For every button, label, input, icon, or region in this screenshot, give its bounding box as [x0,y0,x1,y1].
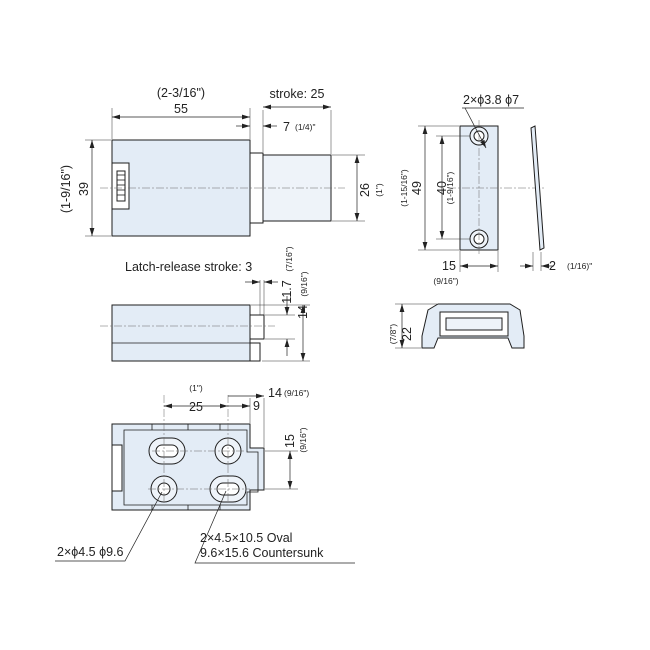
strike-width-in: (9/16") [433,276,458,286]
front-view: (2-3/16") 55 stroke: 25 7 (1/4)" 39 (1-9… [59,86,384,237]
strike-height-mm: 49 [410,181,424,195]
strike-thickness-in: (1/16)" [567,261,592,271]
side-11-7-in: (7/16") [284,246,294,271]
side-plunger-tip [249,314,265,340]
mounting-view: (1") 25 9 14 (9/16") 15 (9/16") 2×ϕ4.5 ϕ… [55,383,355,564]
side-14-mm: 14 [296,305,310,319]
mounting-release-slot [111,444,123,492]
front-width-in: (2-3/16") [157,86,205,100]
front-height-in: (1-9/16") [59,165,73,213]
offset-9-mm: 9 [253,399,260,413]
strike-side-mm: 22 [400,327,414,341]
front-width-mm: 55 [174,102,188,116]
plunger-dia-mm: 26 [358,183,372,197]
strike-hole-callout: 2×ϕ3.8 ϕ7 [463,93,519,107]
oval-callout-1: 2×4.5×10.5 Oval [200,531,292,545]
strike-side-view: 22 (7/8") [388,303,525,349]
pitch-in: (1") [189,383,203,393]
side-release-tab [249,342,261,362]
side-view: Latch-release stroke: 3 11.7 (7/16") 14 … [100,246,310,362]
front-height-mm: 39 [77,182,91,196]
strike-catch-inner [445,317,503,331]
strike-pitch-mm: 40 [435,181,449,195]
strike-pitch-in: (1-9/16") [445,171,455,204]
strike-height-in: (1-15/16") [399,169,409,207]
strike-plate-edge [530,125,545,251]
plunger-dia-in: (1") [374,183,384,197]
pitch-mm: 25 [189,400,203,414]
strike-width-mm: 15 [442,259,456,273]
right-14-in: (9/16") [284,388,309,398]
release-tab [116,170,126,202]
hole-callout: 2×ϕ4.5 ϕ9.6 [57,545,124,559]
oval-callout-2: 9.6×15.6 Countersunk [200,546,324,560]
side-14-in: (9/16") [299,271,309,296]
side-11-7-mm: 11.7 [280,280,294,303]
right-14-mm: 14 [268,386,282,400]
latch-release-label: Latch-release stroke: 3 [125,260,252,274]
vert-15-mm: 15 [283,434,297,448]
strike-side-in: (7/8") [388,324,398,345]
strike-plate-view: 2×ϕ3.8 ϕ7 49 (1-15/16") 40 (1-9/16") 15 … [399,93,592,286]
side-body [111,304,251,362]
strike-thickness-mm: 2 [549,259,556,273]
plunger-7-in: (1/4)" [295,122,316,132]
plunger-7-mm: 7 [283,120,290,134]
stroke-label: stroke: 25 [270,87,325,101]
vert-15-in: (9/16") [298,427,308,452]
